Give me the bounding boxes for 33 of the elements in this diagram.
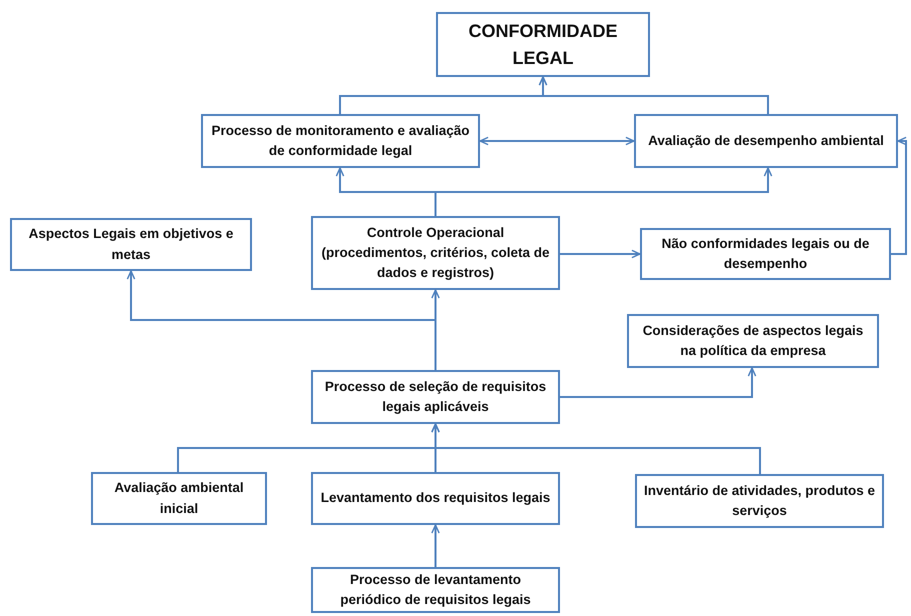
box-label: Processo de seleção de requisitos legais aplicáveis	[324, 378, 548, 416]
box-label: CONFORMIDADE LEGAL	[468, 20, 618, 70]
box-label: Não conformidades legais ou de desempenho	[660, 234, 870, 273]
process-box	[627, 314, 879, 368]
process-box	[10, 218, 252, 271]
title-box	[436, 12, 650, 77]
connector-arrow	[560, 367, 756, 398]
process-box	[311, 216, 560, 290]
process-box	[91, 472, 267, 525]
connector-arrow	[434, 167, 772, 216]
process-box	[634, 114, 898, 168]
process-box	[311, 370, 560, 424]
box-label: Levantamento dos requisitos legais	[320, 489, 550, 508]
connector-arrow	[538, 76, 769, 114]
connector-arrow	[560, 250, 641, 258]
box-label: Inventário de atividades, produtos e serviços	[643, 482, 876, 520]
process-box	[635, 474, 884, 528]
box-label: Aspectos Legais em objetivos e metas	[28, 225, 234, 264]
connector-arrow	[891, 136, 907, 255]
box-label: Processo de levantamento periódico de requisitos legais	[339, 570, 532, 609]
connector-arrow	[431, 289, 440, 370]
box-label: Considerações de aspectos legais na política da empresa	[642, 322, 864, 360]
process-box	[311, 567, 560, 613]
connector-arrow	[431, 524, 440, 567]
box-label: Avaliação ambiental inicial	[113, 479, 245, 518]
process-box	[311, 472, 560, 525]
box-label: Avaliação de desempenho ambiental	[648, 132, 884, 150]
connector-arrow	[431, 423, 761, 474]
box-label: Processo de monitoramento e avaliação de conformidade legal	[210, 122, 471, 160]
process-box	[640, 228, 891, 280]
box-label: Controle Operacional (procedimentos, critérios, coleta de dados e registros)	[320, 224, 551, 282]
process-box	[201, 114, 480, 168]
connector-arrow	[479, 136, 635, 146]
